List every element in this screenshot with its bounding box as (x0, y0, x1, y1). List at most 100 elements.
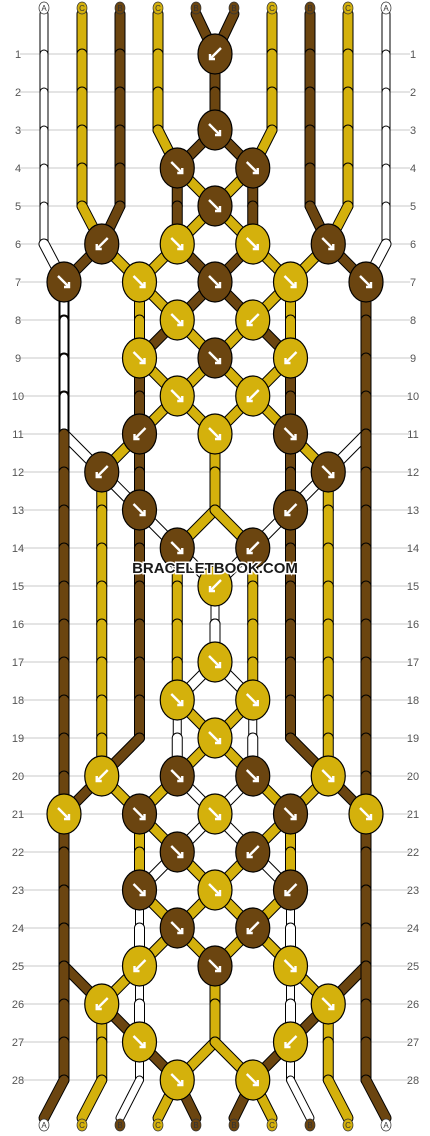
arrow-head-icon (284, 358, 291, 365)
strand-label-badge (76, 1118, 88, 1132)
arrow-icon (170, 161, 184, 174)
knot (121, 489, 158, 531)
knot (235, 375, 271, 417)
knot (84, 451, 120, 493)
arrow-head-icon (215, 282, 222, 289)
knots (46, 33, 384, 1101)
arrow-head-icon (328, 244, 335, 251)
arrow-icon (208, 655, 221, 668)
arrow-icon (133, 427, 147, 440)
knot (121, 869, 158, 911)
knot (348, 261, 384, 303)
arrow-head-icon (139, 814, 146, 821)
strand-label-badge (152, 1118, 164, 1132)
strand-label: C (155, 4, 161, 13)
row-number-right: 11 (407, 429, 418, 441)
arrow-head-icon (177, 776, 184, 783)
strand-label-badge (342, 1118, 354, 1132)
row-number-right: 14 (407, 543, 419, 555)
knot (235, 299, 271, 341)
arrow-head-icon (246, 396, 253, 403)
row-number-left: 5 (15, 201, 21, 213)
arrow-icon (170, 845, 184, 858)
row-number-right: 4 (410, 163, 416, 175)
row-number-right: 23 (407, 885, 419, 897)
knot (272, 261, 309, 303)
strand-label-badge (114, 1, 126, 15)
strand-label: A (41, 1121, 47, 1130)
arrow-icon (132, 1035, 146, 1048)
arrow-head-icon (95, 1004, 102, 1011)
arrow-head-icon (246, 852, 253, 859)
arrow-icon (208, 199, 221, 212)
strand-label: A (41, 4, 47, 13)
arrow-head-icon (290, 434, 297, 441)
knot (197, 261, 233, 303)
knot (272, 869, 309, 911)
strand-segment (287, 1076, 314, 1122)
arrow-icon (170, 1073, 184, 1086)
arrow-head-icon (215, 738, 222, 745)
arrow-head-icon (366, 282, 373, 289)
row-number-left: 1 (15, 49, 21, 61)
knot (235, 147, 271, 189)
strand-label-badge (380, 1, 392, 15)
knot (121, 337, 158, 379)
arrow-head-icon (252, 168, 259, 175)
row-number-left: 22 (12, 847, 24, 859)
knot (197, 337, 233, 379)
strand-label-badge (342, 1, 354, 15)
knot (159, 527, 195, 569)
arrow-icon (95, 997, 109, 1010)
knot (159, 907, 195, 949)
arrow-head-icon (284, 890, 291, 897)
knot (235, 1059, 271, 1101)
arrow-icon (246, 313, 260, 326)
knot (159, 375, 195, 417)
knot (272, 337, 309, 379)
knot (310, 983, 346, 1025)
knot (159, 679, 195, 721)
row-number-right: 5 (410, 201, 416, 213)
arrow-icon (208, 427, 221, 440)
row-number-right: 6 (410, 239, 416, 251)
knot (310, 755, 346, 797)
knot (121, 261, 158, 303)
arrow-head-icon (64, 282, 71, 289)
arrow-icon (245, 1073, 259, 1086)
row-number-left: 13 (12, 505, 24, 517)
arrow-head-icon (133, 966, 140, 973)
arrow-head-icon (208, 54, 215, 61)
arrow-head-icon (64, 814, 71, 821)
arrow-icon (245, 237, 259, 250)
arrow-head-icon (133, 434, 140, 441)
knot (197, 793, 233, 835)
arrow-head-icon (290, 966, 297, 973)
arrow-icon (321, 237, 335, 250)
row-number-right: 21 (407, 809, 419, 821)
arrow-icon (170, 237, 184, 250)
arrow-icon (208, 731, 221, 744)
arrow-head-icon (290, 282, 297, 289)
row-number-right: 7 (410, 277, 416, 289)
row-number-left: 2 (15, 87, 21, 99)
arrow-icon (170, 769, 184, 782)
strand-label: B (193, 4, 198, 13)
strand-label: C (345, 1121, 351, 1130)
knot (235, 831, 271, 873)
strand-label-badge (380, 1118, 392, 1132)
arrow-icon (245, 161, 259, 174)
arrow-head-icon (215, 966, 222, 973)
knot (235, 223, 271, 265)
arrow-head-icon (177, 396, 184, 403)
arrow-icon (95, 237, 109, 250)
arrow-head-icon (177, 700, 184, 707)
knot (121, 945, 158, 987)
strand-label: B (231, 1121, 236, 1130)
arrow-icon (284, 1035, 298, 1048)
arrow-head-icon (284, 1042, 291, 1049)
row-number-right: 24 (407, 923, 419, 935)
arrow-head-icon (252, 1080, 259, 1087)
arrow-icon (245, 769, 259, 782)
